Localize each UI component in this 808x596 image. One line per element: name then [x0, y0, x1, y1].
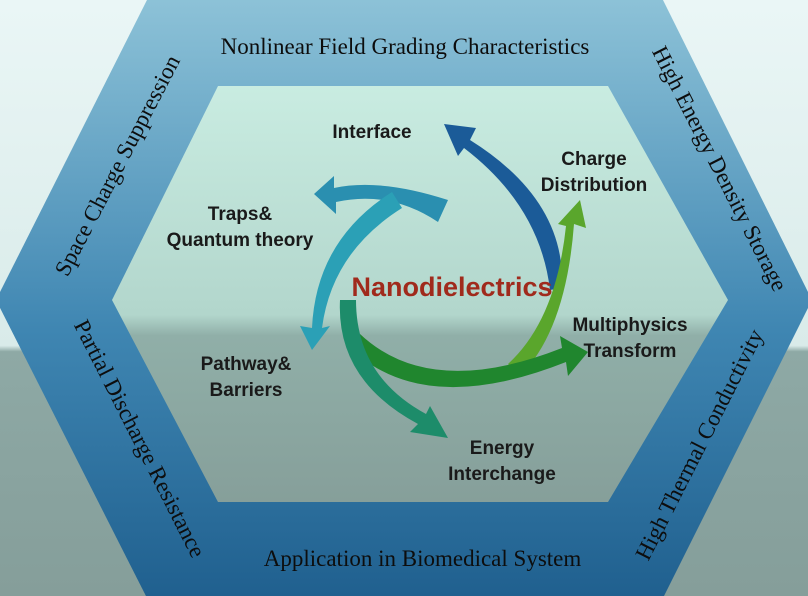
label-traps-line1: Traps& — [208, 204, 273, 225]
label-interface: Interface — [332, 122, 411, 143]
arrow-interface-to-traps — [314, 176, 448, 222]
label-energy-line2: Interchange — [448, 464, 556, 485]
label-energy-line1: Energy — [470, 438, 535, 459]
ring-label-top: Nonlinear Field Grading Characteristics — [221, 34, 590, 59]
ring-label-bottom: Application in Biomedical System — [264, 546, 582, 571]
arrow-to-energy-interchange — [339, 300, 448, 438]
arrow-to-pathway — [300, 192, 402, 350]
label-pathway-line2: Barriers — [210, 380, 283, 401]
label-multiphysics-line2: Transform — [584, 341, 677, 362]
arrow-to-multiphysics — [346, 334, 588, 388]
label-multiphysics-line1: Multiphysics — [572, 315, 687, 336]
arrow-to-charge-distribution — [508, 200, 586, 376]
label-pathway-line1: Pathway& — [201, 354, 292, 375]
label-charge-line1: Charge — [561, 149, 626, 170]
arrow-to-interface — [444, 124, 563, 290]
cycle-arrows — [300, 124, 588, 438]
inner-hexagon — [112, 86, 728, 502]
center-title: Nanodielectrics — [351, 272, 552, 302]
label-traps-line2: Quantum theory — [167, 230, 314, 251]
label-charge-line2: Distribution — [541, 175, 648, 196]
